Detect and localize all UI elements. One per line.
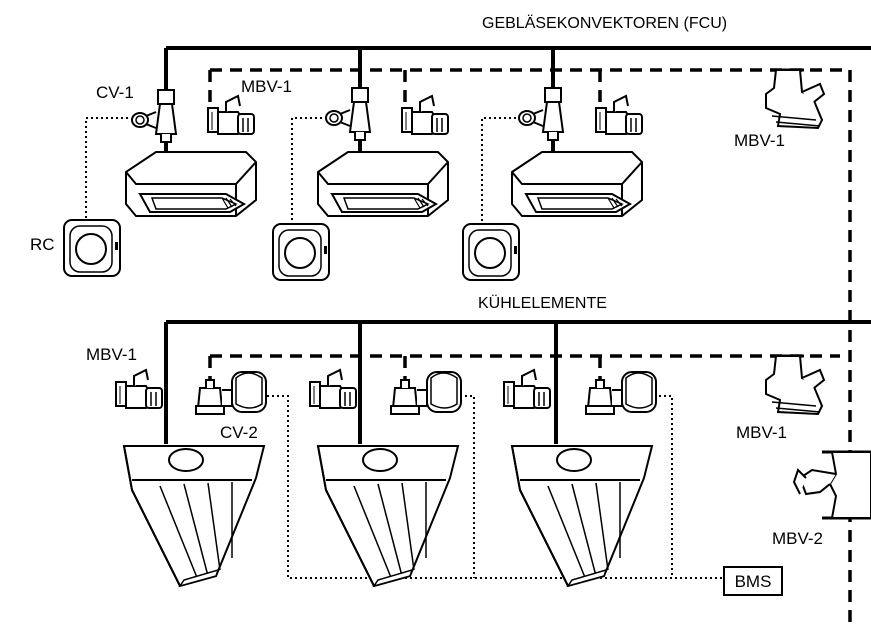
rc-label: RC xyxy=(30,236,55,253)
rc-wire-3 xyxy=(482,118,516,222)
bms-wire-2 xyxy=(460,396,474,578)
bms-wire-3 xyxy=(654,396,672,578)
rc-wire-2 xyxy=(292,118,322,222)
mbv1-bottom-label: MBV-1 xyxy=(86,346,137,363)
fcu-icon xyxy=(318,152,448,216)
bms-label: BMS xyxy=(735,573,772,590)
chilled-beam-icon xyxy=(512,446,652,586)
riser-balancing-valve-icon xyxy=(766,356,824,414)
fcu-icon xyxy=(126,152,256,216)
balancing-valve-icon xyxy=(402,96,448,134)
actuator-icon xyxy=(586,372,656,414)
room-controller-icon xyxy=(463,224,519,280)
rc-wire-1 xyxy=(86,118,128,218)
room-controller-icon xyxy=(64,220,120,276)
chilled-beam-icon xyxy=(124,446,264,586)
control-valve-icon xyxy=(326,88,370,140)
bms-box: BMS xyxy=(723,566,783,596)
mbv1-top-label: MBV-1 xyxy=(241,78,292,95)
mbv2-label: MBV-2 xyxy=(772,530,823,547)
mbv1-riser-bottom-label: MBV-1 xyxy=(736,424,787,441)
actuator-icon xyxy=(391,372,461,414)
actuator-icon xyxy=(196,372,266,414)
balancing-valve-icon xyxy=(596,96,642,134)
balancing-valve-icon xyxy=(504,370,550,408)
fcu-icon xyxy=(512,152,642,216)
cv2-label: CV-2 xyxy=(220,424,258,441)
balancing-valve-icon xyxy=(310,370,356,408)
control-valve-icon xyxy=(519,88,563,140)
riser-balancing-valve-icon xyxy=(766,70,824,128)
cv1-label: CV-1 xyxy=(96,84,134,101)
control-valve-icon xyxy=(132,90,176,142)
fcu-return-header xyxy=(210,70,850,624)
mbv1-riser-top-label: MBV-1 xyxy=(734,132,785,149)
chilled-beam-icon xyxy=(318,446,458,586)
balancing-valve-icon xyxy=(208,96,254,134)
room-controller-icon xyxy=(273,224,329,280)
balancing-valve-icon xyxy=(116,370,162,408)
fcu-section-title: GEBLÄSEKONVEKTOREN (FCU) xyxy=(482,16,727,32)
mbv2-valve-icon xyxy=(794,452,871,518)
cooling-section-title: KÜHLELEMENTE xyxy=(478,296,607,312)
